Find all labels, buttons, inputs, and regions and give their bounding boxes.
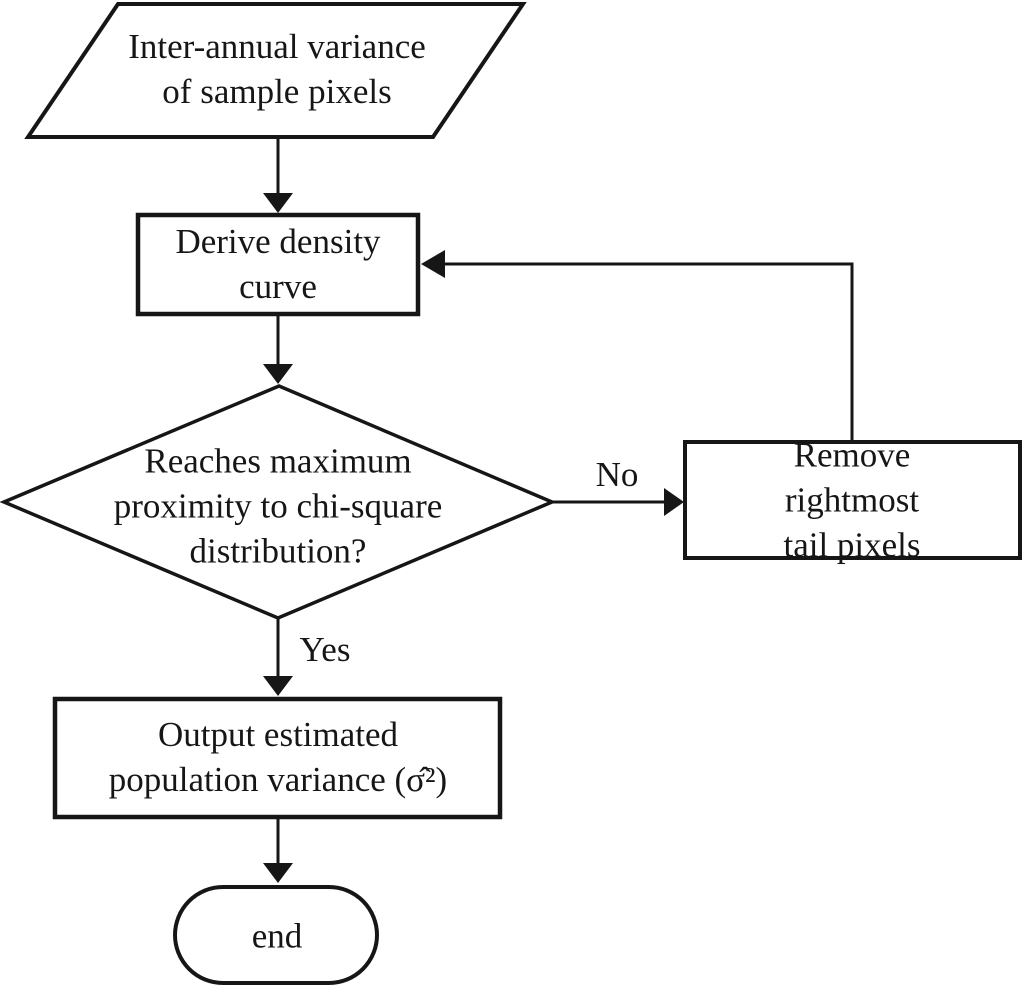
derive-label: Derive density curve: [175, 222, 381, 306]
end-terminator: [173, 885, 379, 985]
remove-rectangle: [683, 440, 1022, 560]
output-rectangle: [52, 696, 503, 820]
input-parallelogram: [24, 2, 527, 139]
output-label: Output estimated population variance (σ̂…: [108, 715, 448, 799]
arrowhead-output-end: [263, 863, 293, 883]
input-label: Inter-annual variance of sample pixels: [128, 27, 426, 111]
yes-edge-label: Yes: [299, 630, 351, 669]
arrowhead-remove-derive: [421, 250, 445, 278]
decision-label: Reaches maximum proximity to chi-square …: [113, 441, 443, 571]
remove-label: Remove rightmost tail pixels: [783, 435, 921, 565]
no-edge-label: No: [595, 455, 639, 494]
edge-remove-derive: [444, 262, 854, 442]
arrowhead-derive-decision: [263, 364, 293, 384]
end-label: end: [251, 916, 303, 956]
arrowhead-decision-remove: [664, 488, 684, 516]
arrowhead-decision-output: [263, 676, 293, 696]
arrowhead-input-derive: [263, 193, 293, 213]
derive-rectangle: [135, 212, 421, 317]
